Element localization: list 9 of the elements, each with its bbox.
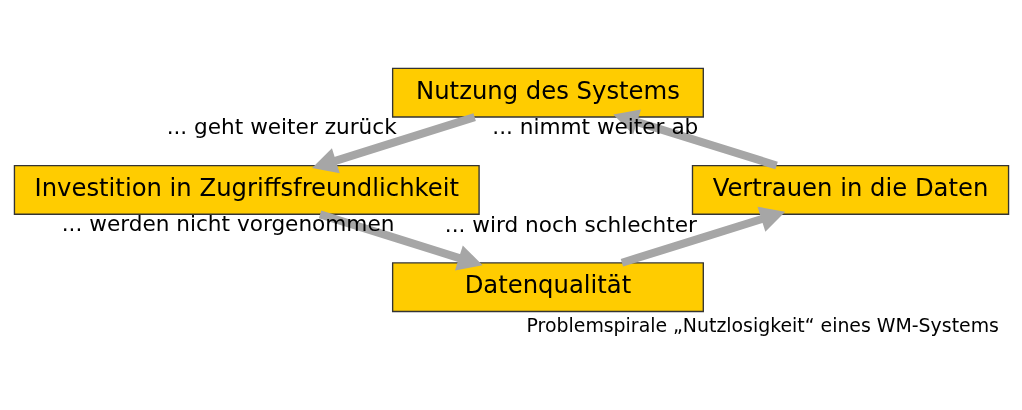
- arrow: [311, 112, 476, 173]
- arrow: [620, 206, 785, 267]
- caption: Problemspirale „Nutzlosigkeit“ eines WM-Systems: [526, 313, 999, 336]
- node-box: Investition in Zugriffsfreundlichkeit: [13, 164, 480, 215]
- arrow: [318, 209, 483, 270]
- node-box: Nutzung des Systems: [391, 67, 704, 118]
- node-box: Datenqualität: [391, 261, 704, 312]
- arrow: [612, 108, 778, 169]
- node-box: Vertrauen in die Daten: [691, 164, 1009, 215]
